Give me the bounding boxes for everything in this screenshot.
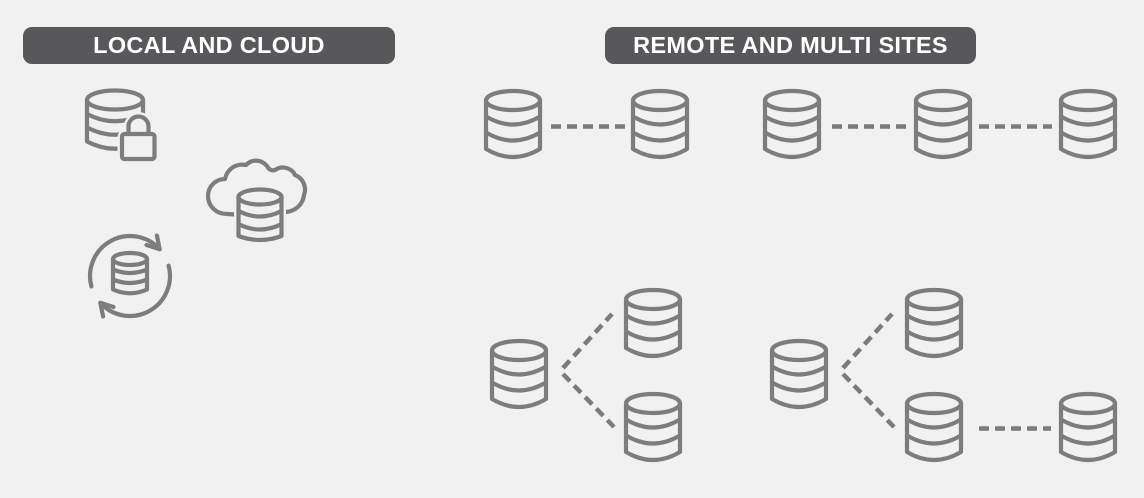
database-cloud-icon xyxy=(208,161,305,240)
database-lock-icon xyxy=(87,91,155,160)
remote-chain-database-2 xyxy=(916,91,970,157)
local-and-cloud-banner: LOCAL AND CLOUD xyxy=(23,27,395,64)
fanout2-target-database-top xyxy=(907,290,961,356)
fanout1-link-up-dashed-connector xyxy=(561,312,614,370)
fanout2-downstream-database xyxy=(1061,394,1115,460)
replication-links xyxy=(551,124,1052,431)
database-nodes xyxy=(87,91,1115,461)
fanout2-link-up-dashed-connector xyxy=(841,312,894,370)
remote-and-multi-sites-banner: REMOTE AND MULTI SITES xyxy=(605,27,976,64)
fanout2-link-down-dashed-connector xyxy=(841,372,896,429)
remote-pair-database-1 xyxy=(486,91,540,157)
fanout1-source-database xyxy=(492,341,546,407)
fanout2-source-database xyxy=(772,341,826,407)
database-sync-icon xyxy=(90,236,170,317)
remote-chain-database-3 xyxy=(1061,91,1115,157)
fanout1-target-database-top xyxy=(626,290,680,356)
fanout1-link-down-dashed-connector xyxy=(561,372,616,429)
fanout2-target-database-bottom xyxy=(907,394,961,460)
remote-chain-database-1 xyxy=(765,91,819,157)
fanout1-target-database-bottom xyxy=(626,394,680,460)
remote-pair-database-2 xyxy=(633,91,687,157)
